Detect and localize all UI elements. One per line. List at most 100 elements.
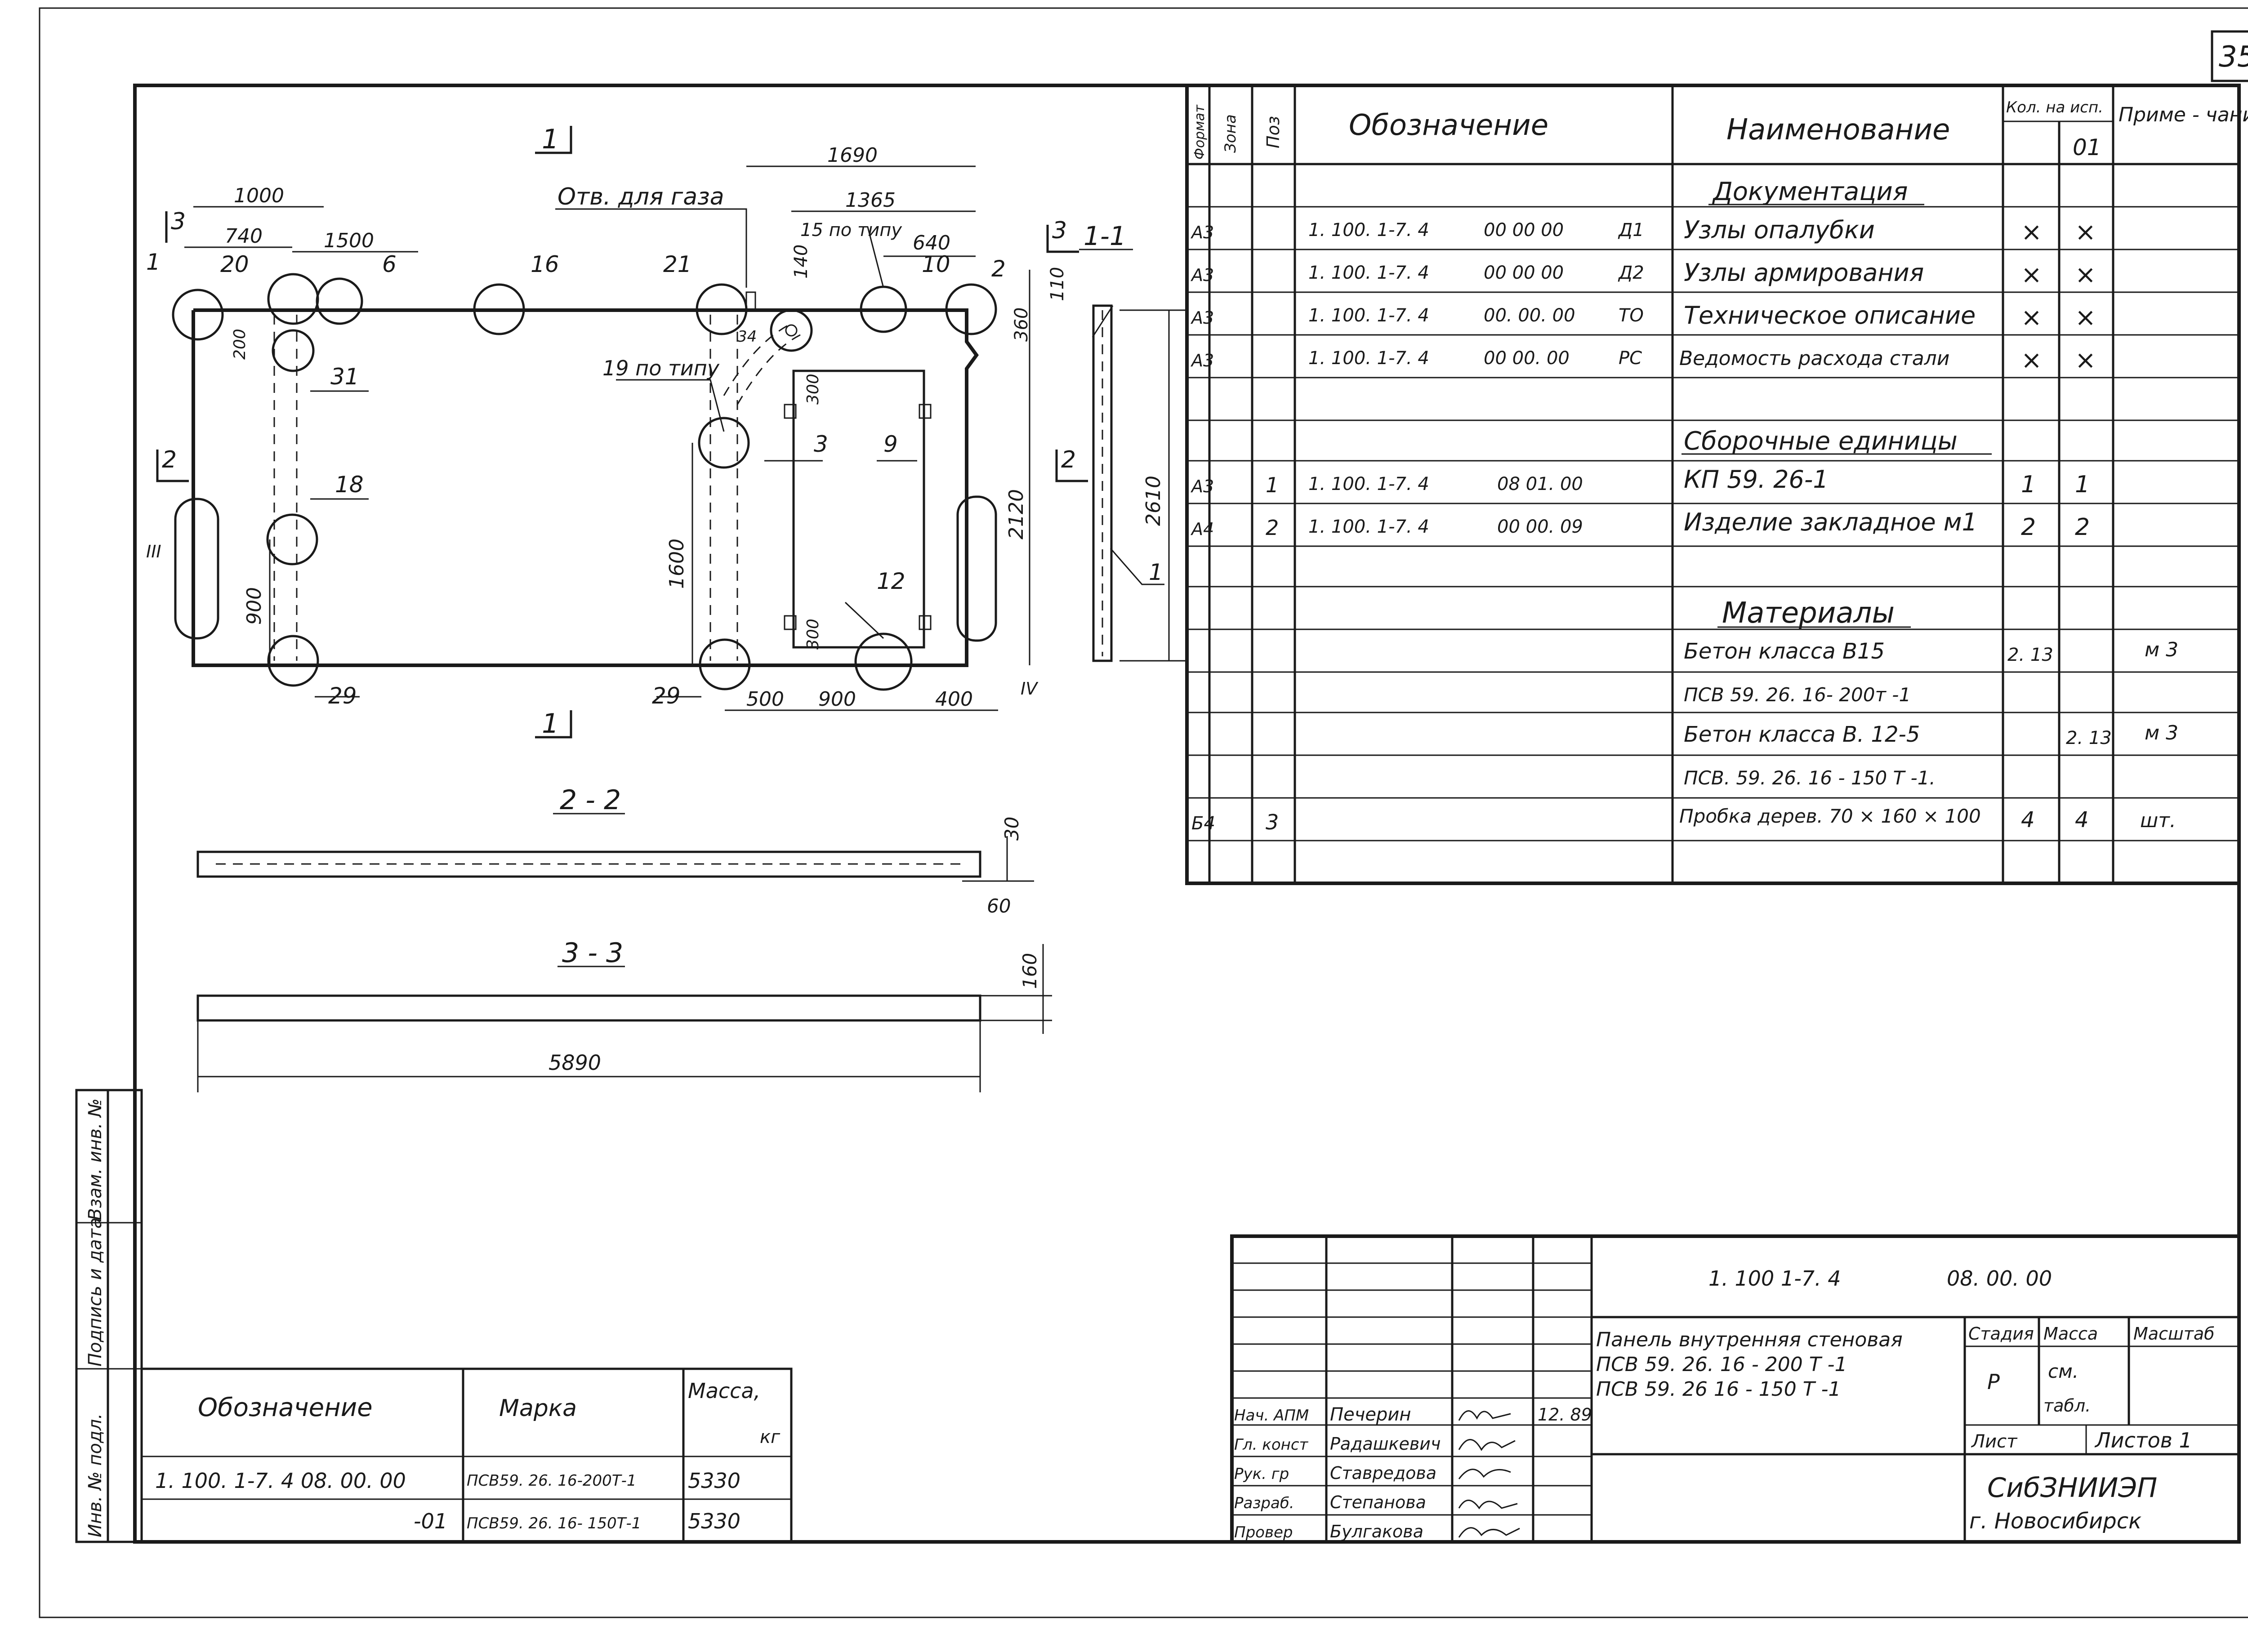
staff-role: Нач. АПМ (1234, 1407, 1309, 1425)
staff-role: Разраб. (1234, 1494, 1294, 1512)
variant-mark: ПСВ59. 26. 16- 150Т-1 (467, 1514, 641, 1532)
variants-header-mass-unit: кг (760, 1427, 781, 1447)
title-mass-value-2: табл. (2043, 1396, 2091, 1416)
dim-110: 110 (1047, 267, 1068, 301)
doc-num: 00 00 00 (1484, 263, 1564, 283)
variant-designation: 1. 100. 1-7. 4 08. 00. 00 (155, 1469, 406, 1493)
pos-31: 31 (330, 364, 359, 390)
dim-740: 740 (225, 225, 263, 248)
section-materials: Материалы (1722, 597, 1895, 630)
cut-1-top-label: 1 (542, 124, 559, 155)
pos-2: 2 (991, 256, 1006, 282)
pos-16: 16 (531, 251, 559, 277)
asm-format: А3 (1190, 476, 1214, 496)
plug-note: шт. (2140, 809, 2176, 832)
doc-code: 1. 100. 1-7. 4 (1308, 348, 1429, 369)
title-block: 1. 100 1-7. 4 08. 00. 00 Панель внутренн… (1230, 1234, 2241, 1544)
title-stage-header: Стадия (1968, 1324, 2034, 1344)
spec-material-row-3: Бетон класса В. 12-5 2. 13 м 3 (1684, 721, 2178, 748)
dim-300-lower: 300 (804, 619, 822, 650)
title-line-1: Панель внутренняя стеновая (1596, 1328, 1903, 1351)
doc-suffix: Д1 (1618, 220, 1644, 240)
dim-5890: 5890 (549, 1051, 601, 1075)
spec-doc-row-4: А3 1. 100. 1-7. 4 00 00. 00 РС Ведомость… (1190, 346, 2096, 375)
stamp-inv-orig: Инв. № подл. (85, 1413, 106, 1537)
doc-name: Ведомость расхода стали (1679, 347, 1949, 370)
doc-name: Техническое описание (1684, 301, 1976, 330)
title-org-name: СибЗНИИЭП (1987, 1472, 2157, 1504)
cut-2-left-label: 2 (162, 446, 177, 473)
asm-pos: 2 (1266, 516, 1279, 540)
plug-name: Пробка дерев. 70 × 160 × 100 (1679, 805, 1981, 827)
dim-900-horizontal: 900 (818, 688, 856, 711)
dim-140: 140 (791, 245, 812, 279)
mat-name: ПСВ. 59. 26. 16 - 150 Т -1. (1684, 767, 1936, 789)
doc-num: 00 00. 00 (1484, 348, 1570, 369)
title-sheet-header: Лист (1971, 1431, 2018, 1452)
staff-role: Рук. гр (1234, 1465, 1289, 1483)
doc-qty-base: × (2021, 303, 2042, 332)
title-mass-header: Масса (2043, 1324, 2098, 1344)
asm-qty-01: 2 (2075, 514, 2090, 541)
doc-suffix: РС (1619, 348, 1642, 369)
doc-num: 00. 00. 00 (1484, 305, 1575, 326)
mat-note: м 3 (2145, 721, 2178, 744)
variants-row-1: 1. 100. 1-7. 4 08. 00. 00 ПСВ59. 26. 16-… (155, 1469, 740, 1493)
variant-mass: 5330 (688, 1509, 740, 1533)
dim-500: 500 (746, 688, 784, 711)
doc-qty-01: × (2075, 218, 2096, 247)
stamp-inv-repl: Взам. инв. № (85, 1098, 106, 1220)
pos-9: 9 (883, 431, 898, 457)
doc-qty-01: × (2075, 303, 2096, 332)
section-documentation: Документация (1712, 177, 1908, 206)
spec-doc-row-2: А3 1. 100. 1-7. 4 00 00 00 Д2 Узлы армир… (1190, 258, 2096, 289)
doc-format: А3 (1190, 223, 1214, 242)
section-1-1: 1-1 2610 1 (1079, 221, 1187, 662)
doc-format: А3 (1190, 351, 1214, 370)
section-assembly-units: Сборочные единицы (1684, 427, 1958, 456)
dim-1000: 1000 (234, 184, 284, 207)
asm-qty-base: 1 (2021, 471, 2036, 498)
dim-34: 34 (737, 328, 757, 346)
doc-name: Узлы армирования (1684, 258, 1924, 287)
pos-20: 20 (220, 251, 249, 277)
pos-1: 1 (146, 249, 161, 275)
dim-1365: 1365 (845, 189, 896, 212)
mat-name: ПСВ 59. 26. 16- 200т -1 (1684, 684, 1911, 706)
gas-hole-label: Отв. для газа (558, 183, 724, 210)
pos-29-right: 29 (652, 683, 681, 709)
title-block-staff-lines (1232, 1262, 1592, 1516)
staff-name: Булгакова (1330, 1522, 1423, 1541)
dim-360: 360 (1011, 307, 1032, 342)
plug-pos: 3 (1266, 810, 1279, 834)
pos-21: 21 (663, 251, 692, 277)
per-type-19-label: 19 по типу (602, 356, 720, 380)
asm-qty-base: 2 (2021, 514, 2036, 541)
title-org-city: г. Новосибирск (1969, 1509, 2141, 1534)
doc-suffix: Д2 (1618, 263, 1644, 283)
mat-note: м 3 (2145, 638, 2178, 661)
plug-qty-base: 4 (2021, 807, 2035, 833)
title-line-2: ПСВ 59. 26. 16 - 200 Т -1 (1596, 1353, 1847, 1376)
title-stage-value: Р (1987, 1370, 2000, 1394)
variants-row-2: -01 ПСВ59. 26. 16- 150Т-1 5330 (414, 1509, 740, 1533)
section-1-1-title: 1-1 (1084, 221, 1126, 251)
title-code: 1. 100 1-7. 4 (1708, 1266, 1841, 1291)
doc-qty-01: × (2075, 260, 2096, 289)
spec-header-format: Формат (1192, 104, 1208, 160)
doc-qty-base: × (2021, 218, 2042, 247)
dim-400: 400 (935, 688, 973, 711)
dim-300-upper: 300 (804, 374, 822, 405)
dim-30: 30 (1001, 817, 1023, 841)
doc-format: А3 (1190, 265, 1214, 285)
dim-1500: 1500 (324, 229, 374, 252)
signature-marks (1458, 1410, 1520, 1538)
asm-num: 08 01. 00 (1497, 474, 1583, 494)
plug-format: Б4 (1191, 813, 1215, 834)
variants-table: Обозначение Марка Масса, кг 1. 100. 1-7.… (140, 1367, 793, 1543)
node-III-label: III (146, 542, 161, 561)
title-date: 12. 89 (1538, 1405, 1592, 1425)
cut-2-right-label: 2 (1061, 446, 1076, 473)
spec-assembly-row-1: А3 1 1. 100. 1-7. 4 08 01. 00 КП 59. 26-… (1190, 465, 2090, 498)
